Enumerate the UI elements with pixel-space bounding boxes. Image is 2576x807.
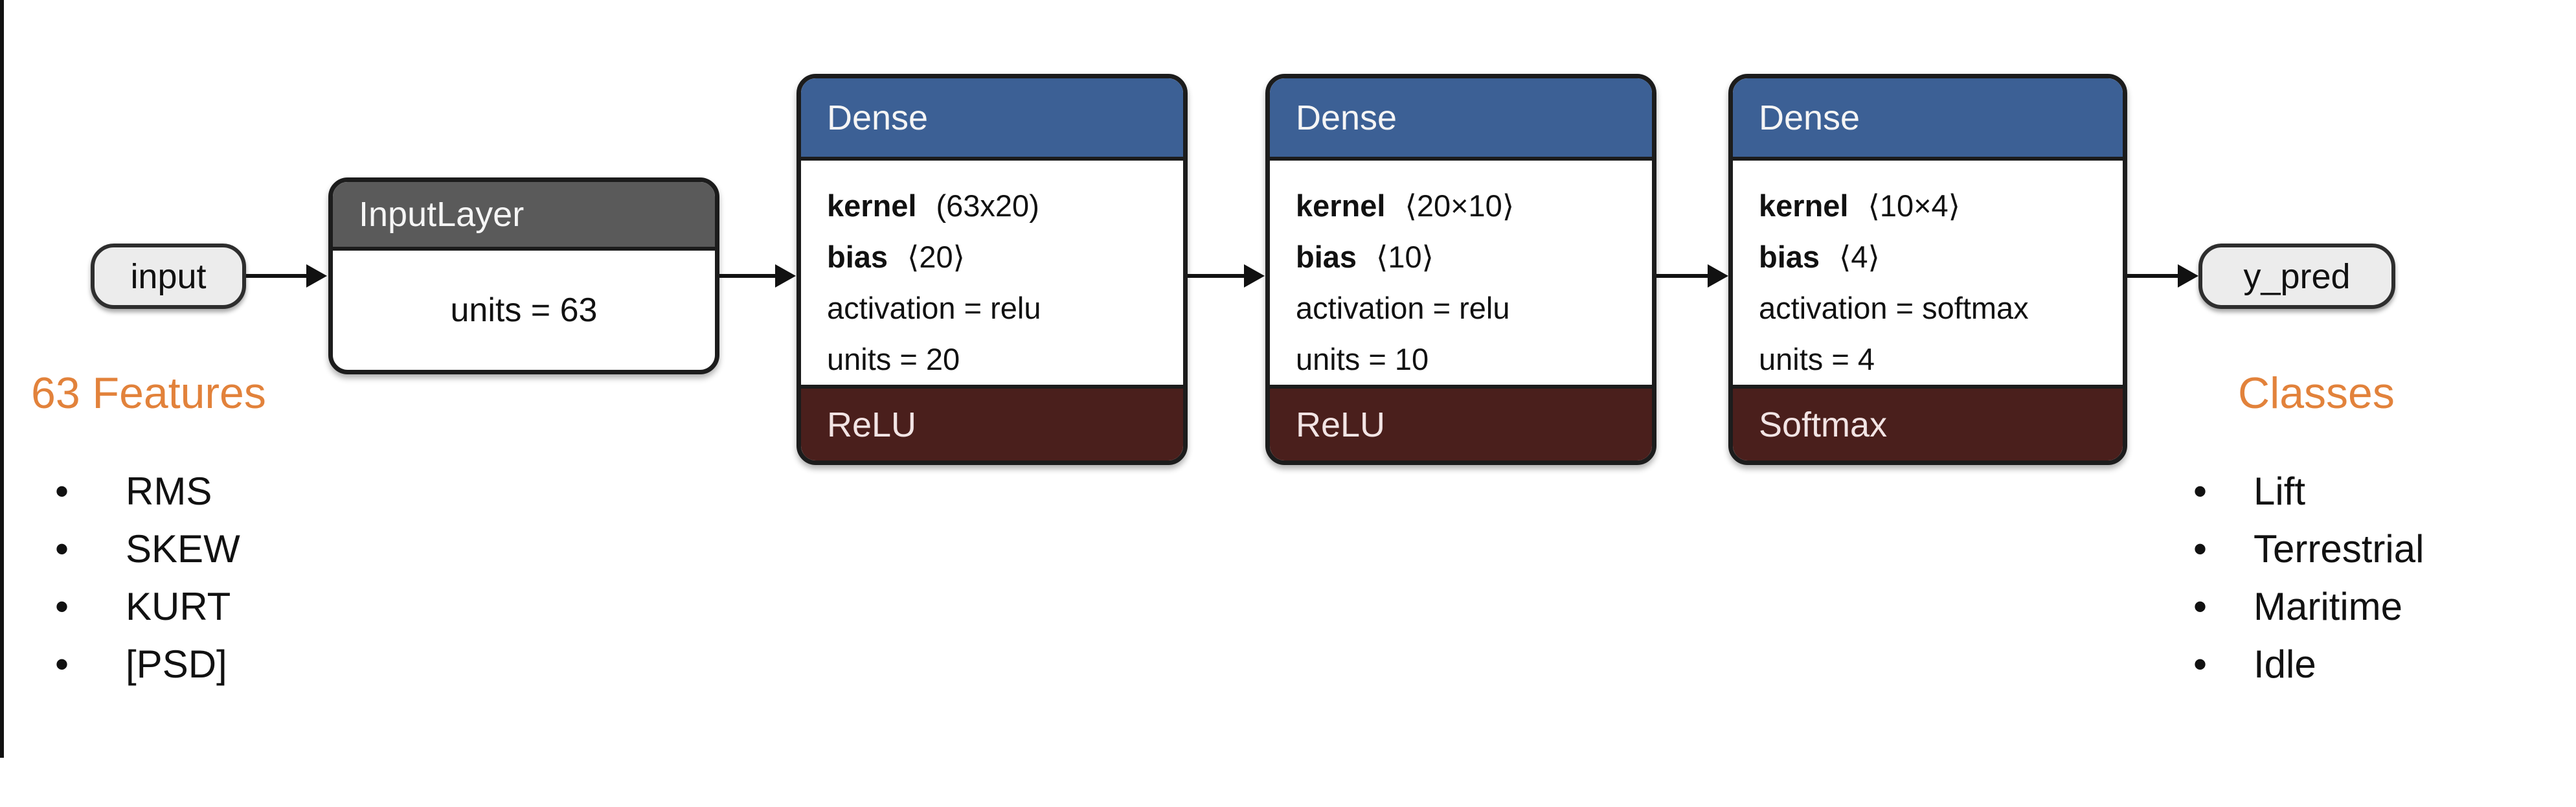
input-layer-header: InputLayer <box>333 182 715 251</box>
bias-row: bias ⟨20⟩ <box>827 231 1183 282</box>
kernel-shape: ⟨20×10⟩ <box>1405 188 1515 223</box>
dense-layer-2-body: kernel ⟨20×10⟩ bias ⟨10⟩ activation = relu… <box>1270 161 1652 385</box>
bullet-icon: • <box>2193 527 2208 571</box>
feature-item-label: KURT <box>126 585 231 628</box>
input-node-label: input <box>130 256 207 296</box>
activation-row: activation = relu <box>827 291 1041 325</box>
kernel-row: kernel ⟨10×4⟩ <box>1759 180 2123 231</box>
feature-item-label: RMS <box>126 470 212 513</box>
dense-layer-1-box: Dense kernel (63x20) bias ⟨20⟩ activation … <box>797 74 1188 465</box>
input-node: input <box>91 244 246 309</box>
classes-list: • Lift • Terrestrial • Maritime • Idle <box>2193 462 2424 693</box>
slide-edge-line <box>0 0 4 758</box>
input-layer-units: units = 63 <box>450 291 598 329</box>
activation-row: activation = relu <box>1296 291 1510 325</box>
y-pred-node-label: y_pred <box>2243 256 2351 296</box>
arrow-dense2-to-dense3 <box>1656 264 1728 288</box>
dense-layer-1-header: Dense <box>801 78 1183 161</box>
arrow-dense1-to-dense2 <box>1188 264 1265 288</box>
bias-label: bias <box>827 240 888 274</box>
activation-bar-label: ReLU <box>827 405 917 444</box>
dense-layer-3-header: Dense <box>1733 78 2123 161</box>
kernel-shape: ⟨10×4⟩ <box>1868 188 1961 223</box>
class-item: • Terrestrial <box>2193 520 2424 578</box>
dense-layer-3-box: Dense kernel ⟨10×4⟩ bias ⟨4⟩ activation = … <box>1728 74 2127 465</box>
class-item: • Lift <box>2193 462 2424 520</box>
class-item-label: Terrestrial <box>2254 527 2424 571</box>
units-row: units = 20 <box>827 342 960 376</box>
feature-item-label: [PSD] <box>126 642 227 686</box>
dense-layer-2-box: Dense kernel ⟨20×10⟩ bias ⟨10⟩ activation … <box>1265 74 1656 465</box>
activation-row: activation = softmax <box>1759 291 2029 325</box>
bias-label: bias <box>1759 240 1820 274</box>
bullet-icon: • <box>2193 470 2208 513</box>
softmax-activation-bar: Softmax <box>1733 385 2123 460</box>
relu-activation-bar-2: ReLU <box>1270 385 1652 460</box>
bias-row: bias ⟨4⟩ <box>1759 231 2123 282</box>
kernel-label: kernel <box>1296 188 1386 223</box>
input-layer-box: InputLayer units = 63 <box>328 177 719 374</box>
units-row: units = 10 <box>1296 342 1429 376</box>
dense-layer-2-title: Dense <box>1296 98 1397 137</box>
bullet-icon: • <box>2193 585 2208 628</box>
class-item: • Idle <box>2193 635 2424 693</box>
input-layer-body: units = 63 <box>333 251 715 370</box>
bullet-icon: • <box>55 585 69 628</box>
feature-item: • RMS <box>55 462 240 520</box>
kernel-row: kernel (63x20) <box>827 180 1183 231</box>
arrow-input-to-inputlayer <box>246 264 327 288</box>
arrow-dense3-to-ypred <box>2127 264 2198 288</box>
kernel-label: kernel <box>827 188 917 223</box>
bias-label: bias <box>1296 240 1357 274</box>
bullet-icon: • <box>2193 642 2208 686</box>
class-item: • Maritime <box>2193 578 2424 635</box>
class-item-label: Idle <box>2254 642 2316 686</box>
kernel-row: kernel ⟨20×10⟩ <box>1296 180 1652 231</box>
feature-item: • KURT <box>55 578 240 635</box>
classes-heading: Classes <box>2238 369 2395 418</box>
arrow-inputlayer-to-dense1 <box>719 264 796 288</box>
bullet-icon: • <box>55 527 69 571</box>
dense-layer-3-title: Dense <box>1759 98 1860 137</box>
dense-layer-1-body: kernel (63x20) bias ⟨20⟩ activation = relu… <box>801 161 1183 385</box>
kernel-label: kernel <box>1759 188 1849 223</box>
features-list: • RMS • SKEW • KURT • [PSD] <box>55 462 240 693</box>
activation-bar-label: ReLU <box>1296 405 1386 444</box>
bullet-icon: • <box>55 642 69 686</box>
input-layer-title: InputLayer <box>359 195 525 234</box>
feature-item-label: SKEW <box>126 527 240 571</box>
bullet-icon: • <box>55 470 69 513</box>
class-item-label: Lift <box>2254 470 2306 513</box>
bias-row: bias ⟨10⟩ <box>1296 231 1652 282</box>
class-item-label: Maritime <box>2254 585 2403 628</box>
bias-shape: ⟨4⟩ <box>1839 240 1880 274</box>
bias-shape: ⟨20⟩ <box>907 240 965 274</box>
features-heading: 63 Features <box>31 369 266 418</box>
y-pred-node: y_pred <box>2198 244 2395 309</box>
dense-layer-2-header: Dense <box>1270 78 1652 161</box>
relu-activation-bar-1: ReLU <box>801 385 1183 460</box>
activation-bar-label: Softmax <box>1759 405 1888 444</box>
dense-layer-3-body: kernel ⟨10×4⟩ bias ⟨4⟩ activation = softma… <box>1733 161 2123 385</box>
dense-layer-1-title: Dense <box>827 98 929 137</box>
units-row: units = 4 <box>1759 342 1875 376</box>
feature-item: • [PSD] <box>55 635 240 693</box>
bias-shape: ⟨10⟩ <box>1376 240 1434 274</box>
feature-item: • SKEW <box>55 520 240 578</box>
kernel-shape: (63x20) <box>936 188 1039 223</box>
